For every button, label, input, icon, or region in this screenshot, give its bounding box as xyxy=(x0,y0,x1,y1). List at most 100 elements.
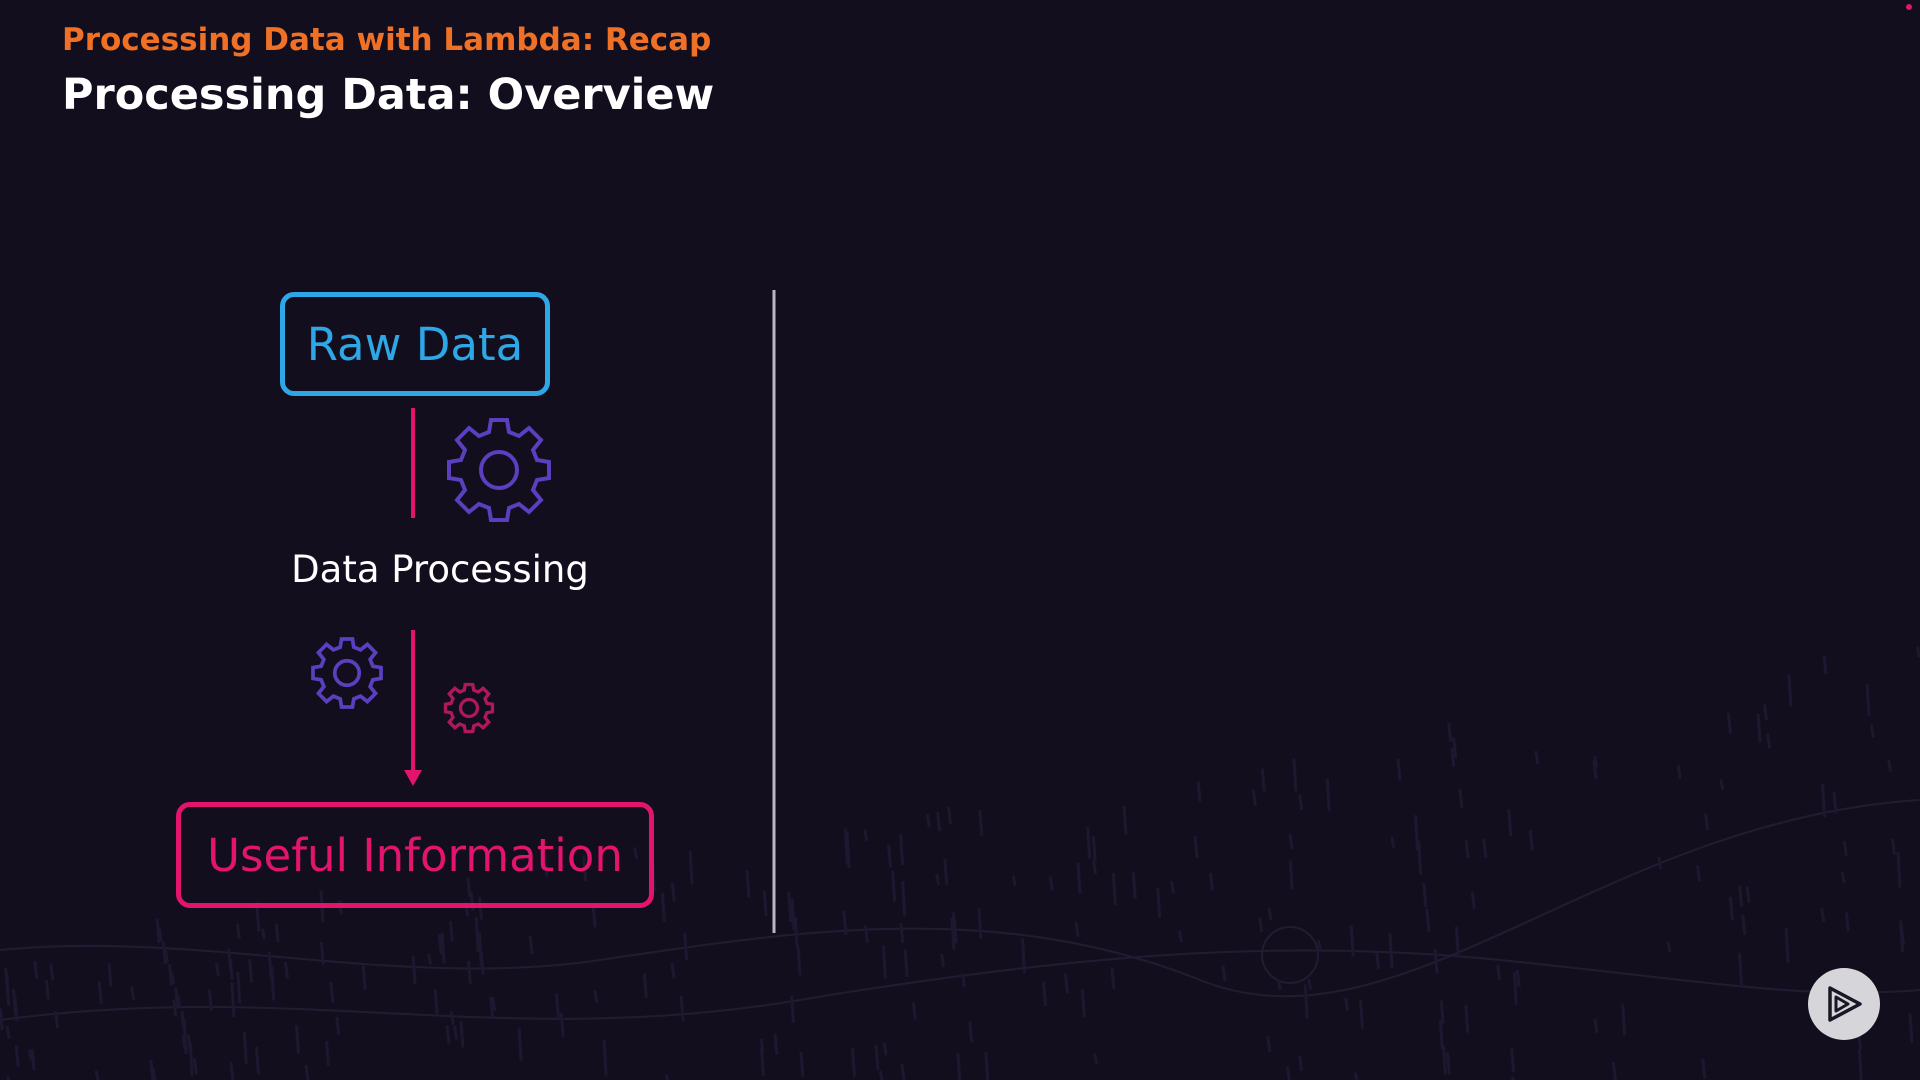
background-tick xyxy=(248,959,254,983)
background-tick xyxy=(27,1049,33,1061)
background-tick xyxy=(1701,1058,1707,1079)
background-tick xyxy=(1316,939,1322,952)
background-tick xyxy=(1820,908,1826,923)
background-tick xyxy=(911,1002,917,1020)
background-tick xyxy=(30,1048,36,1071)
background-tick xyxy=(1857,1033,1863,1051)
background-waves xyxy=(0,799,1920,1021)
background-tick xyxy=(1507,808,1513,837)
background-tick xyxy=(1787,674,1793,707)
background-tick xyxy=(477,932,483,967)
background-tick xyxy=(799,1051,805,1077)
background-tick xyxy=(1445,1052,1451,1075)
background-tick xyxy=(161,941,167,965)
background-tick xyxy=(1307,978,1313,990)
background-tick xyxy=(679,995,685,1021)
background-tick xyxy=(900,1063,906,1080)
background-tick xyxy=(1865,684,1871,716)
background-tick xyxy=(260,928,266,940)
background-tick xyxy=(874,1044,880,1071)
background-tick xyxy=(325,1040,330,1067)
play-logo-icon xyxy=(1828,986,1862,1022)
background-tick xyxy=(978,809,984,836)
background-tick xyxy=(984,1051,990,1080)
background-tick xyxy=(1738,885,1744,907)
background-tick xyxy=(1266,1035,1272,1053)
background-tick xyxy=(448,921,454,942)
background-tick xyxy=(1093,1052,1099,1064)
background-tick xyxy=(1021,938,1026,974)
background-tick xyxy=(267,951,273,979)
background-tick xyxy=(1621,1004,1627,1036)
background-tick xyxy=(901,880,907,916)
background-tick xyxy=(1221,965,1227,981)
background-tick xyxy=(1592,760,1598,780)
slide-title: Processing Data: Overview xyxy=(62,70,715,120)
background-tick xyxy=(1086,826,1092,859)
background-tick xyxy=(228,958,234,981)
background-tick xyxy=(1375,951,1381,969)
background-tick xyxy=(1766,733,1772,749)
background-tick xyxy=(361,965,367,991)
background-tick xyxy=(559,1012,565,1037)
background-tick xyxy=(459,1021,465,1048)
background-tick xyxy=(192,1058,198,1075)
background-tick xyxy=(411,955,417,984)
background-tick xyxy=(1076,862,1082,894)
background-tick xyxy=(688,851,694,885)
background-tick xyxy=(517,1028,523,1061)
background-tick xyxy=(1111,872,1117,906)
background-tick xyxy=(176,994,182,1007)
background-tick xyxy=(1821,784,1827,818)
background-tick xyxy=(236,971,242,1004)
background-tick xyxy=(1447,722,1453,742)
background-tick xyxy=(449,1010,455,1026)
player-logo-button[interactable] xyxy=(1808,968,1880,1040)
background-tick xyxy=(843,828,849,864)
background-tick xyxy=(255,1046,260,1075)
background-tick xyxy=(891,870,897,902)
background-tick xyxy=(1422,882,1428,908)
background-tick xyxy=(935,873,941,886)
background-tick xyxy=(1298,794,1304,811)
background-tick xyxy=(130,986,136,1000)
background-tick xyxy=(683,932,689,960)
background-tick xyxy=(1260,768,1266,792)
background-tick xyxy=(151,1067,157,1080)
background-tick xyxy=(453,1025,458,1040)
background-tick xyxy=(887,844,892,868)
background-tick xyxy=(1349,925,1355,957)
background-tick xyxy=(543,854,549,877)
raw-data-box: Raw Data xyxy=(280,292,550,396)
background-tick xyxy=(554,993,560,1018)
background-tick xyxy=(329,981,335,1003)
useful-information-box: Useful Information xyxy=(176,802,654,908)
background-tick xyxy=(1177,930,1183,943)
background-tick xyxy=(433,989,439,1016)
background-tick xyxy=(790,995,795,1023)
background-tick xyxy=(168,964,173,986)
background-tick xyxy=(1417,840,1423,875)
background-tick xyxy=(1396,758,1402,781)
background-tick xyxy=(1064,973,1069,994)
background-tick xyxy=(478,896,483,920)
background-tick xyxy=(1857,1048,1863,1080)
background-tick xyxy=(242,1031,248,1064)
background-tick xyxy=(1092,859,1097,875)
background-tick xyxy=(1433,948,1439,974)
background-tick xyxy=(1131,872,1137,899)
background-tick xyxy=(936,811,942,832)
background-tick xyxy=(961,973,966,988)
background-tick xyxy=(1298,1055,1304,1071)
background-tick xyxy=(1896,852,1902,888)
background-tick xyxy=(157,926,163,942)
background-tick xyxy=(1611,1061,1617,1080)
background-tick xyxy=(1251,789,1257,806)
background-tick xyxy=(33,960,39,979)
background-tick xyxy=(863,925,869,943)
background-tick xyxy=(952,918,958,944)
background-tick xyxy=(14,1045,20,1068)
background-tick xyxy=(474,917,480,952)
data-processing-label: Data Processing xyxy=(291,548,589,591)
background-tick xyxy=(1728,896,1734,921)
